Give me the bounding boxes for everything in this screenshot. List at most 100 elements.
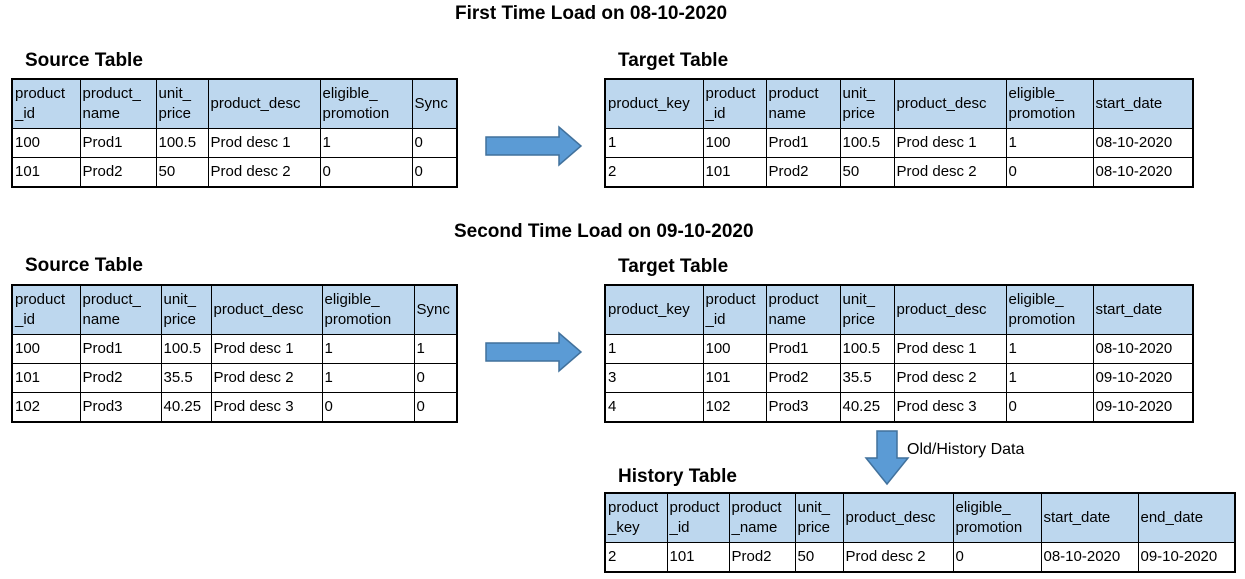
table-cell: Prod desc 2 — [842, 542, 954, 573]
table-cell: 0 — [321, 392, 415, 423]
table-cell: 3 — [604, 363, 704, 393]
table-cell: 08-10-2020 — [1092, 128, 1194, 158]
table-cell: 0 — [413, 392, 458, 423]
table-cell: Prod desc 3 — [210, 392, 323, 423]
table-cell: 1 — [1005, 334, 1094, 364]
table-cell: 100 — [702, 128, 767, 158]
table-cell: 1 — [1005, 128, 1094, 158]
column-header: product_desc — [207, 78, 321, 129]
table-cell: 100.5 — [160, 334, 212, 364]
table-cell: 35.5 — [160, 363, 212, 393]
table-cell: 08-10-2020 — [1040, 542, 1139, 573]
first-load-arrow-icon — [485, 125, 583, 167]
column-header: start_date — [1092, 78, 1194, 129]
table-cell: 1 — [1005, 363, 1094, 393]
table-cell: Prod desc 3 — [893, 392, 1007, 423]
table-cell: 0 — [1005, 157, 1094, 188]
table-cell: Prod1 — [79, 128, 157, 158]
table-cell: Prod desc 2 — [893, 363, 1007, 393]
table-cell: 0 — [413, 363, 458, 393]
table-cell: Prod desc 1 — [210, 334, 323, 364]
table-cell: 0 — [411, 157, 458, 188]
table-cell: Prod desc 2 — [207, 157, 321, 188]
column-header: product_ name — [79, 284, 162, 335]
first-load-title: First Time Load on 08-10-2020 — [455, 3, 728, 24]
table-cell: 0 — [1005, 392, 1094, 423]
table-cell: Prod desc 2 — [210, 363, 323, 393]
table-cell: Prod desc 1 — [893, 334, 1007, 364]
table-cell: 101 — [702, 157, 767, 188]
table-cell: Prod1 — [79, 334, 162, 364]
column-header: end_date — [1137, 492, 1236, 543]
column-header: product_desc — [210, 284, 323, 335]
column-header: unit_ price — [794, 492, 844, 543]
table-cell: Prod desc 1 — [207, 128, 321, 158]
column-header: unit_ price — [839, 78, 895, 129]
table-cell: 09-10-2020 — [1137, 542, 1236, 573]
table-cell: 1 — [319, 128, 413, 158]
column-header: start_date — [1092, 284, 1194, 335]
column-header: unit_ price — [839, 284, 895, 335]
column-header: product _key — [604, 492, 668, 543]
table-cell: Prod1 — [765, 334, 841, 364]
table-cell: 1 — [604, 128, 704, 158]
column-header: product_ name — [79, 78, 157, 129]
column-header: product_desc — [893, 284, 1007, 335]
table-cell: 102 — [11, 392, 81, 423]
column-header: Sync — [413, 284, 458, 335]
second-load-title: Second Time Load on 09-10-2020 — [454, 221, 754, 242]
table-cell: Prod desc 1 — [893, 128, 1007, 158]
column-header: product _id — [11, 284, 81, 335]
table-cell: 09-10-2020 — [1092, 392, 1194, 423]
table-cell: 101 — [11, 363, 81, 393]
table-cell: Prod desc 2 — [893, 157, 1007, 188]
table-cell: 4 — [604, 392, 704, 423]
table-cell: Prod2 — [79, 363, 162, 393]
column-header: product _id — [666, 492, 730, 543]
history-note: Old/History Data — [907, 441, 1025, 458]
table-cell: 08-10-2020 — [1092, 334, 1194, 364]
history-down-arrow-icon — [864, 430, 910, 486]
column-header: eligible_ promotion — [1005, 78, 1094, 129]
first-source-label: Source Table — [25, 50, 143, 71]
table-cell: 100 — [11, 128, 81, 158]
table-cell: 100.5 — [839, 128, 895, 158]
table-cell: 102 — [702, 392, 767, 423]
table-cell: Prod2 — [765, 363, 841, 393]
table-cell: 1 — [321, 334, 415, 364]
column-header: product _name — [728, 492, 796, 543]
column-header: product _id — [11, 78, 81, 129]
first-target-label: Target Table — [618, 50, 729, 71]
table-cell: 0 — [319, 157, 413, 188]
column-header: start_date — [1040, 492, 1139, 543]
column-header: eligible_ promotion — [1005, 284, 1094, 335]
table-cell: 100 — [11, 334, 81, 364]
second-source-label: Source Table — [25, 255, 143, 276]
table-cell: 40.25 — [160, 392, 212, 423]
column-header: product _id — [702, 284, 767, 335]
table-cell: 100.5 — [155, 128, 209, 158]
table-cell: Prod2 — [765, 157, 841, 188]
table-cell: Prod3 — [79, 392, 162, 423]
table-cell: 50 — [794, 542, 844, 573]
table-cell: 50 — [155, 157, 209, 188]
history-label: History Table — [618, 466, 737, 487]
table-cell: 2 — [604, 157, 704, 188]
